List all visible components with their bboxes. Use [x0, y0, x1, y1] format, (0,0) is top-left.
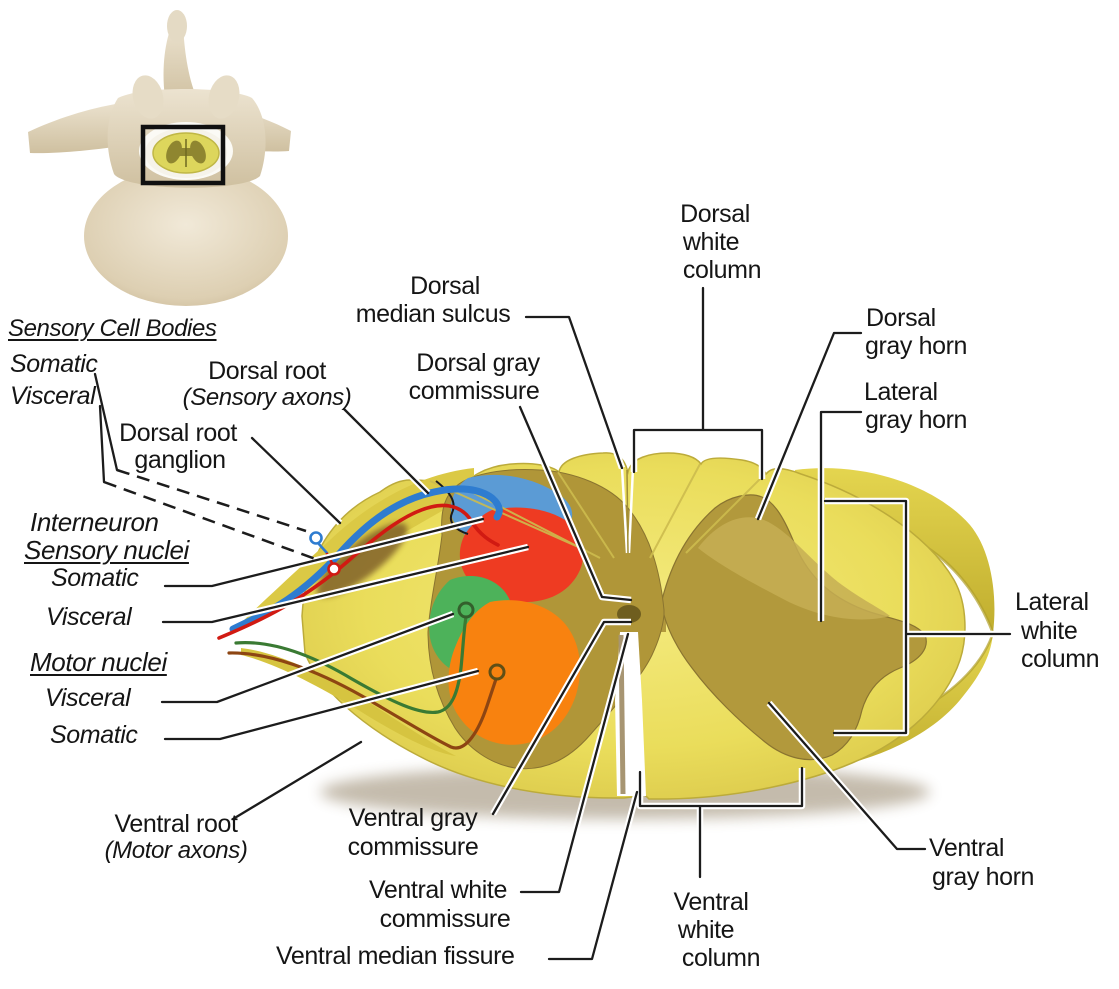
label-dorsal-gray-commissure-1: Dorsal gray: [416, 349, 540, 377]
somatic-sensory-axon: [229, 485, 503, 633]
label-sensory-cell-bodies: Sensory Cell Bodies: [8, 315, 217, 342]
label-sensory-nuclei: Sensory nuclei: [24, 535, 189, 565]
label-lateral-gray-horn-1: Lateral: [864, 378, 938, 406]
dorsal-median-sulcus-groove: [620, 467, 635, 554]
spinal-cord-cross-section: [236, 452, 995, 819]
label-dorsal-gray-commissure-2: commissure: [408, 377, 540, 405]
label-dorsal-white-column-1: Dorsal: [680, 200, 750, 228]
label-lateral-gray-horn-2: gray horn: [865, 406, 968, 434]
label-sn-visceral: Visceral: [46, 603, 132, 631]
label-ventral-gray-horn-1: Ventral: [929, 834, 1005, 862]
bracket-dorsal-white-column: [632, 286, 764, 481]
label-mn-visceral: Visceral: [45, 684, 131, 712]
blue-cell-body-stem: [316, 541, 329, 555]
label-dorsal-root-sub: (Sensory axons): [182, 384, 352, 411]
label-dorsal-white-column-2: white: [682, 228, 740, 256]
dashed-somatic-cell-body: [116, 468, 307, 533]
leader-somatic-cell-body-solid: [93, 372, 119, 472]
label-ventral-white-commissure-2: commissure: [379, 905, 511, 933]
label-dorsal-gray-horn-2: gray horn: [865, 332, 968, 360]
highlight-rectangle: [140, 124, 226, 186]
central-canal: [617, 605, 641, 623]
label-dorsal-median-sulcus-2: median sulcus: [355, 300, 511, 328]
leader-visceral-cell-body-solid: [98, 404, 106, 484]
somatic-motor-axon... green: [234, 615, 468, 715]
label-mn-somatic: Somatic: [50, 721, 138, 749]
spinous-process: [163, 22, 196, 104]
visceral-motor-cell-body: [457, 601, 475, 619]
label-ventral-gray-commissure-1: Ventral gray: [348, 804, 478, 832]
leader-ventral-root: [231, 740, 363, 821]
label-dorsal-gray-horn-1: Dorsal: [866, 304, 936, 332]
label-sn-somatic: Somatic: [51, 564, 139, 592]
vertebral-body: [84, 166, 288, 306]
label-ventral-root-sub: (Motor axons): [104, 837, 248, 864]
label-dorsal-white-column-3: column: [682, 256, 762, 284]
label-ventral-white-column-2: white: [677, 916, 735, 944]
label-dorsal-root-ganglion-1: Dorsal root: [119, 419, 237, 447]
visceral-sensory-cell-body: [327, 562, 341, 576]
leader-dorsal-root-ganglion: [250, 436, 342, 525]
vertebra-illustration: [28, 10, 291, 306]
label-motor-nuclei: Motor nuclei: [30, 647, 167, 677]
label-ventral-gray-commissure-2: commissure: [347, 833, 479, 861]
dashed-leaders: [103, 468, 322, 563]
somatic-motor-nucleus-region: [448, 600, 581, 745]
leader-dorsal-root: [342, 407, 430, 495]
spinous-process-tip: [167, 10, 187, 42]
label-interneuron: Interneuron: [30, 507, 159, 537]
visceral-sensory-nucleus-region: [459, 507, 584, 603]
left-articular-process: [132, 75, 164, 119]
label-lateral-white-column-2: white: [1021, 617, 1078, 645]
label-ventral-gray-horn-2: gray horn: [932, 863, 1035, 891]
somatic-motor-cell-body: [488, 663, 506, 681]
somatic-sensory-cell-body: [309, 531, 323, 545]
label-dorsal-root-ganglion-2: ganglion: [134, 446, 226, 474]
label-ventral-white-column-3: column: [681, 944, 761, 972]
label-lateral-white-column-3: column: [1021, 645, 1100, 673]
dashed-visceral-cell-body: [103, 480, 322, 563]
label-ventral-median-fissure: Ventral median fissure: [276, 942, 515, 970]
label-scb-visceral: Visceral: [10, 382, 96, 410]
label-dorsal-median-sulcus-1: Dorsal: [410, 272, 480, 300]
label-ventral-white-column-1: Ventral: [673, 888, 749, 916]
right-articular-process: [208, 75, 240, 119]
label-ventral-white-commissure-1: Ventral white: [369, 876, 507, 904]
label-lateral-white-column-1: Lateral: [1015, 588, 1089, 616]
label-dorsal-root: Dorsal root: [208, 357, 326, 385]
label-scb-somatic: Somatic: [10, 350, 98, 378]
label-ventral-root: Ventral root: [114, 810, 238, 838]
right-gray-highlight: [698, 517, 890, 620]
